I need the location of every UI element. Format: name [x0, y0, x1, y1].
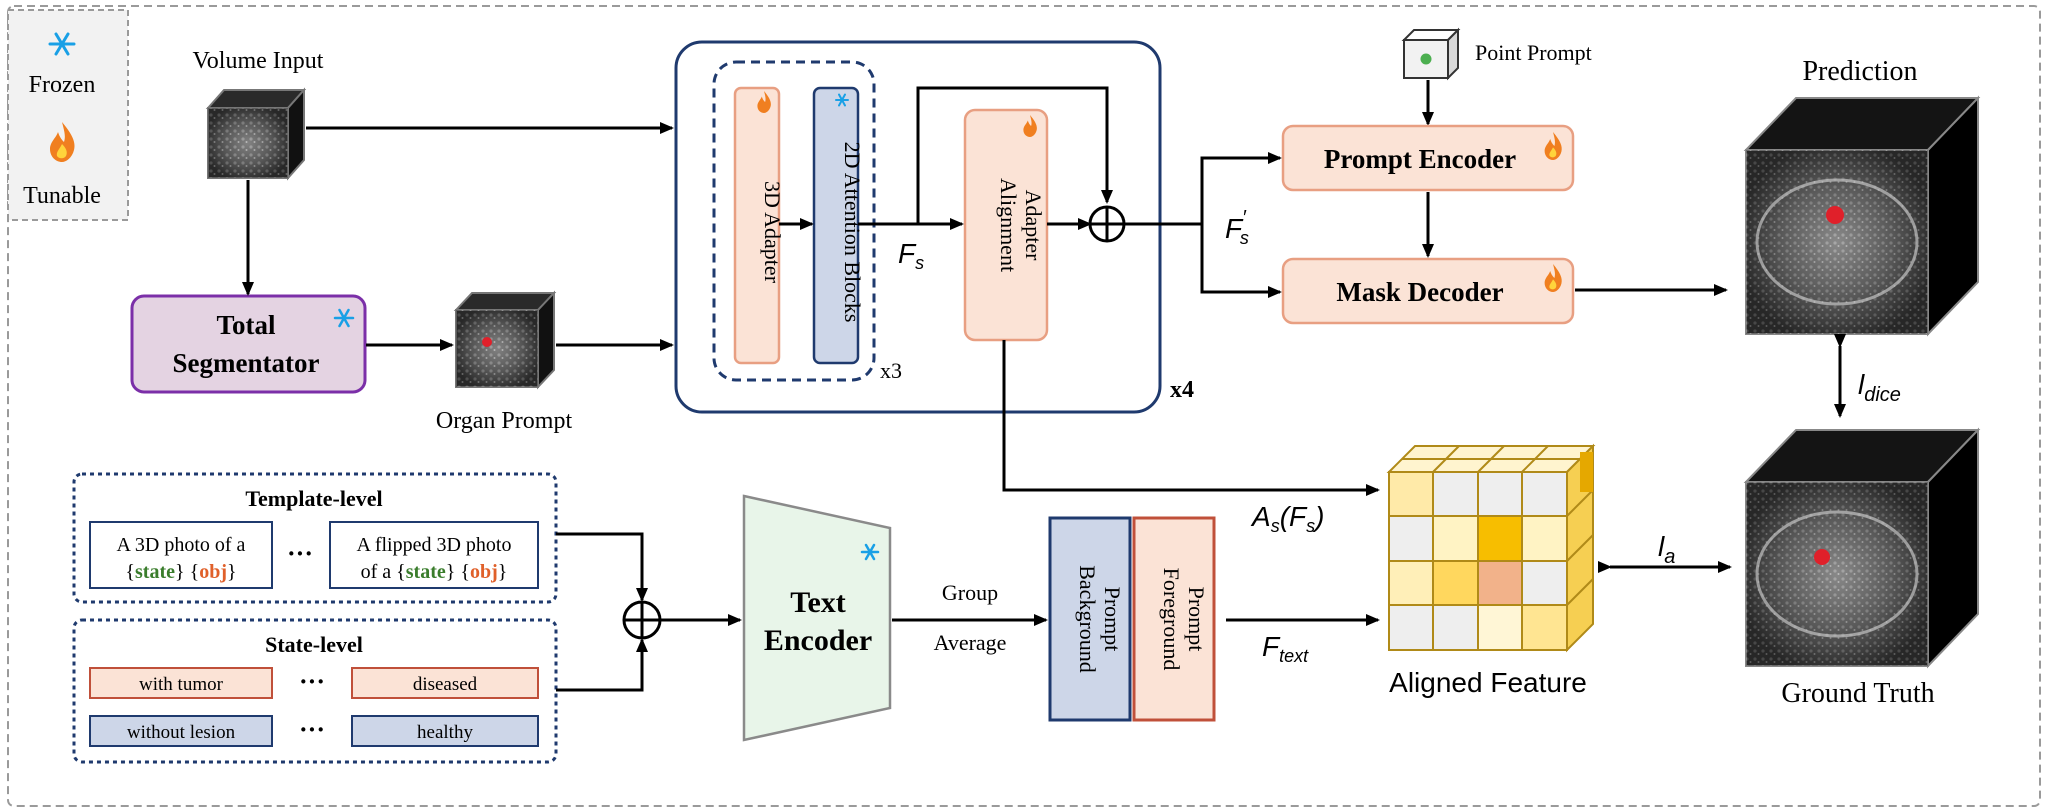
- point-prompt-cube: [1401, 27, 1461, 81]
- state-item-label: without lesion: [127, 722, 236, 743]
- legend-tunable-label: Tunable: [23, 183, 101, 209]
- alignment-adapter-label-1: Alignment: [996, 178, 1021, 272]
- template-box-1-line1: A 3D photo of a: [117, 534, 246, 556]
- state-level-group: [72, 618, 558, 764]
- group-average-label-2: Average: [934, 630, 1007, 655]
- ground-truth-label: Ground Truth: [1781, 678, 1934, 709]
- template-box-1: [89, 521, 273, 589]
- flame-icon: [50, 122, 75, 162]
- repeat-outer-label: x4: [1170, 377, 1194, 403]
- legend-frozen-label: Frozen: [29, 72, 96, 98]
- flame-icon: [757, 91, 771, 113]
- ground-truth-cube: [1743, 427, 1981, 669]
- alignment-adapter-label-2: Adapter: [1021, 190, 1046, 262]
- arrow-to-mask-decoder: [1200, 224, 1282, 298]
- template-ellipsis: ···: [287, 539, 313, 568]
- foreground-prompt-box: [1132, 516, 1216, 722]
- text-encoder-label-2: Encoder: [764, 624, 872, 657]
- snowflake-icon: [835, 93, 849, 107]
- template-box-2: [329, 521, 539, 589]
- prediction-label: Prediction: [1802, 56, 1917, 87]
- arrow-alignment-to-feature: [1002, 340, 1380, 496]
- skip-connection: [916, 86, 1113, 224]
- text-encoder-box: [742, 494, 892, 742]
- volume-input-label: Volume Input: [193, 48, 324, 74]
- total-segmentator-label-1: Total: [216, 310, 276, 340]
- text-encoder-label-1: Text: [790, 586, 846, 619]
- fs-symbol: Fs: [898, 238, 924, 273]
- template-box-1-line2: {state} {obj}: [125, 561, 236, 583]
- state-item-label: healthy: [417, 722, 473, 743]
- dice-loss-symbol: ldice: [1858, 369, 1901, 406]
- sum-operator-text: [622, 600, 662, 640]
- group-average-label-1: Group: [942, 580, 998, 605]
- prediction-cube: [1743, 95, 1981, 337]
- as-fs-symbol: As(Fs): [1250, 501, 1324, 536]
- volume-input-cube: [205, 87, 307, 181]
- organ-prompt-label: Organ Prompt: [436, 408, 573, 434]
- ftext-symbol: Ftext: [1262, 631, 1309, 666]
- organ-prompt-cube: [453, 290, 557, 390]
- snowflake-icon: [48, 32, 76, 56]
- adapter-3d-label: 3D Adapter: [760, 181, 785, 284]
- arrow-to-prompt-encoder: [1200, 152, 1282, 224]
- state-item-label: diseased: [413, 674, 478, 695]
- template-level-group: [72, 472, 558, 604]
- foreground-prompt-label: Foreground: [1159, 568, 1184, 671]
- template-box-2-line1: A flipped 3D photo: [357, 534, 512, 556]
- state-ellipsis: ···: [299, 667, 325, 696]
- foreground-prompt-label-2: Prompt: [1184, 587, 1209, 652]
- fs-prime-symbol: F′s: [1225, 207, 1249, 248]
- template-box-2-line2: of a {state} {obj}: [361, 561, 508, 583]
- state-item-with-tumor: [89, 667, 273, 699]
- legend: Frozen Tunable: [7, 9, 129, 221]
- inner-block-group: [712, 60, 876, 382]
- flame-icon: [1544, 264, 1562, 292]
- image-encoder-block: [674, 40, 1162, 414]
- state-ellipsis: ···: [299, 715, 325, 744]
- flame-icon: [1544, 132, 1562, 160]
- aligned-feature-cube: [1386, 443, 1596, 653]
- repeat-inner-label: x3: [880, 358, 902, 383]
- mask-decoder-box: [1281, 257, 1575, 325]
- total-segmentator-box: [130, 294, 367, 394]
- state-item-without-lesion: [89, 715, 273, 747]
- total-segmentator-label-2: Segmentator: [173, 348, 320, 378]
- background-prompt-box: [1048, 516, 1132, 722]
- snowflake-icon: [333, 308, 355, 328]
- alignment-loss-symbol: la: [1658, 531, 1675, 568]
- template-level-title: Template-level: [245, 486, 382, 511]
- prompt-encoder-box: [1281, 124, 1575, 192]
- attention-2d-label: 2D Attention Blocks: [840, 142, 865, 323]
- state-item-diseased: [351, 667, 539, 699]
- state-item-label: with tumor: [139, 674, 224, 695]
- snowflake-icon: [860, 543, 880, 561]
- flame-icon: [1023, 115, 1037, 137]
- outer-frame: [7, 5, 2041, 807]
- aligned-feature-label: Aligned Feature: [1389, 667, 1587, 698]
- point-prompt-label: Point Prompt: [1475, 40, 1592, 65]
- prompt-encoder-label: Prompt Encoder: [1324, 144, 1516, 174]
- mask-decoder-label: Mask Decoder: [1336, 277, 1503, 307]
- sum-operator-encoder: [1088, 205, 1126, 243]
- state-item-healthy: [351, 715, 539, 747]
- background-prompt-label-2: Prompt: [1100, 587, 1125, 652]
- arrow-state-to-sum: [556, 638, 648, 692]
- state-level-title: State-level: [265, 632, 363, 657]
- arrow-template-to-sum: [556, 532, 648, 602]
- background-prompt-label: Background: [1075, 565, 1100, 673]
